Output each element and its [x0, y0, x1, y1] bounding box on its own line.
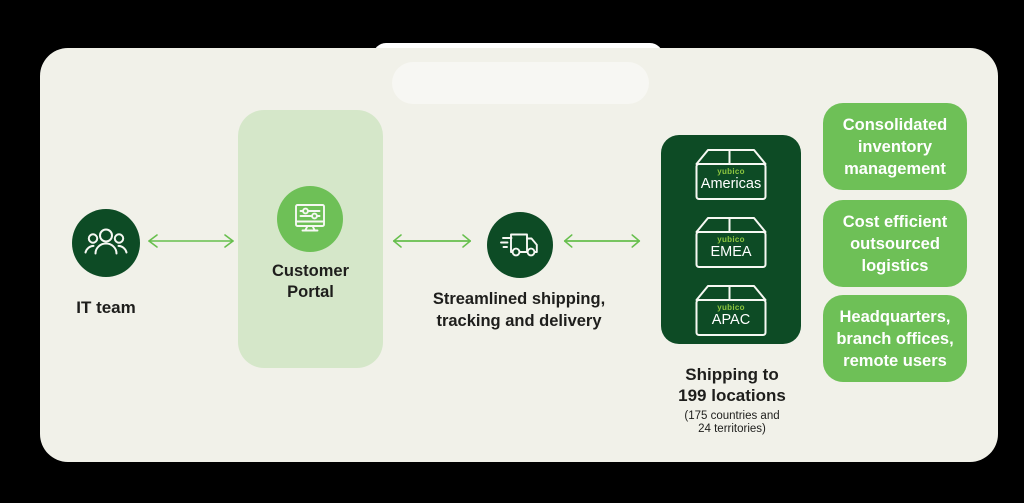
- benefit-card-offices: Headquarters, branch offices, remote use…: [823, 295, 967, 382]
- brand-label: yubico: [717, 303, 745, 312]
- shipping-node: [487, 212, 553, 278]
- shipping-caption-subtitle: (175 countries and 24 territories): [684, 410, 780, 435]
- monitor-settings-icon: [295, 204, 325, 232]
- benefit-label: Headquarters, branch offices, remote use…: [836, 307, 954, 370]
- benefit-card-inventory: Consolidated inventory management: [823, 103, 967, 190]
- double-arrow-1: [146, 233, 236, 249]
- shipping-caption: Shipping to 199 locations (175 countries…: [647, 364, 817, 436]
- brand-label: yubico: [717, 235, 745, 244]
- benefit-label: Consolidated inventory management: [842, 115, 948, 178]
- double-arrow-icon: [392, 234, 472, 248]
- team-icon: [84, 228, 128, 255]
- it-team-node: [72, 209, 140, 277]
- delivery-truck-icon: [500, 233, 538, 257]
- double-arrow-3: [562, 233, 642, 249]
- region-label: APAC: [711, 312, 751, 328]
- customer-portal-label: Customer Portal: [271, 262, 349, 301]
- region-box-emea: yubico EMEA: [695, 216, 767, 269]
- region-label: EMEA: [710, 244, 752, 260]
- shipping-label: Streamlined shipping, tracking and deliv…: [432, 290, 606, 330]
- double-arrow-icon: [563, 234, 641, 248]
- title-ghost-box: [392, 62, 649, 104]
- brand-label: yubico: [717, 167, 745, 176]
- region-box-americas: yubico Americas: [695, 148, 767, 201]
- region-label: Americas: [700, 176, 762, 192]
- it-team-label: IT team: [76, 298, 136, 317]
- region-box-apac: yubico APAC: [695, 284, 767, 337]
- package-box-icon: [695, 149, 767, 200]
- double-arrow-icon: [148, 234, 234, 248]
- benefit-label: Cost efficient outsourced logistics: [842, 212, 948, 275]
- package-box-icon: [695, 217, 767, 268]
- customer-portal-circle: [277, 186, 343, 252]
- benefit-card-logistics: Cost efficient outsourced logistics: [823, 200, 967, 287]
- double-arrow-2: [391, 233, 473, 249]
- shipping-caption-title: Shipping to 199 locations: [678, 365, 786, 405]
- package-box-icon: [695, 285, 767, 336]
- shipping-hub-panel: yubico Americas yubico EMEA yubico APAC: [661, 135, 801, 344]
